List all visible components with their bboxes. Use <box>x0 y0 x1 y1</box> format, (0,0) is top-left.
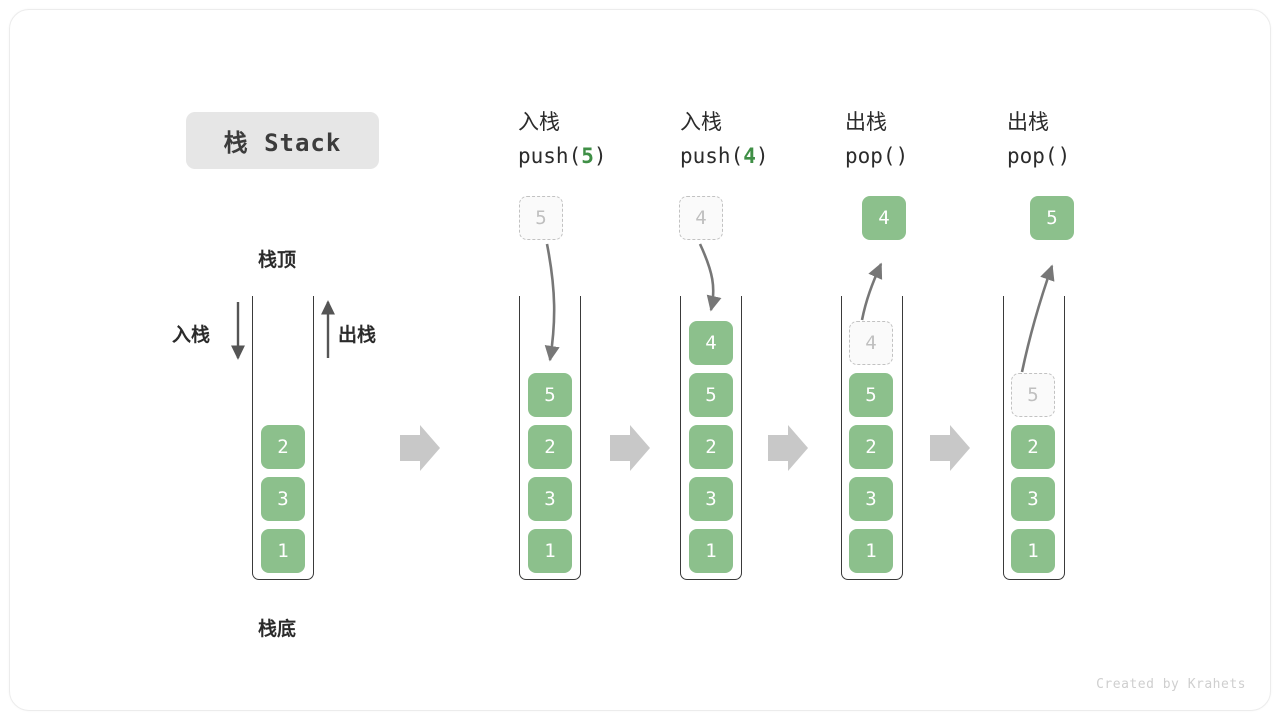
panel-label-pop-4: 出栈 pop() <box>845 105 908 173</box>
panel-op-cn: 出栈 <box>1007 110 1049 134</box>
push-direction-label: 入栈 <box>172 324 211 346</box>
panel-op-fn: push( <box>680 144 744 168</box>
panel-op-fn: pop( <box>1007 144 1058 168</box>
panel-label-pop-5: 出栈 pop() <box>1007 105 1070 173</box>
stack-cell-ghost: 5 <box>1011 373 1055 417</box>
panel-op-arg: 4 <box>743 144 756 168</box>
stack-cell: 2 <box>849 425 893 469</box>
panel-op-fn-end: ) <box>895 144 909 168</box>
panel-op-cn: 入栈 <box>518 110 560 134</box>
stack-cell: 5 <box>689 373 733 417</box>
stack-cell: 1 <box>528 529 572 573</box>
credit-text: Created by Krahets <box>1096 677 1246 692</box>
stack-cell: 1 <box>261 529 305 573</box>
panel-op-fn: pop( <box>845 144 896 168</box>
panel-op-fn-end: ) <box>755 144 769 168</box>
stack-bottom-label: 栈底 <box>258 618 297 640</box>
stack-cell: 3 <box>528 477 572 521</box>
stack-top-label: 栈顶 <box>258 249 297 271</box>
stack-cell: 3 <box>1011 477 1055 521</box>
stack-cell: 1 <box>849 529 893 573</box>
floating-box-popped: 5 <box>1030 196 1074 240</box>
panel-label-push-4: 入栈 push(4) <box>680 105 769 173</box>
stack-cell-ghost: 4 <box>849 321 893 365</box>
panel-label-push-5: 入栈 push(5) <box>518 105 607 173</box>
pop-direction-label: 出栈 <box>338 324 377 346</box>
floating-box-ghost: 4 <box>679 196 723 240</box>
stack-cell: 1 <box>1011 529 1055 573</box>
stack-cell: 2 <box>689 425 733 469</box>
stack-cell: 2 <box>261 425 305 469</box>
panel-op-cn: 入栈 <box>680 110 722 134</box>
panel-op-fn: push( <box>518 144 582 168</box>
panel-op-fn-end: ) <box>1057 144 1071 168</box>
panel-op-cn: 出栈 <box>845 110 887 134</box>
title-badge-label: 栈 Stack <box>223 129 342 157</box>
stack-cell: 1 <box>689 529 733 573</box>
stack-cell: 2 <box>528 425 572 469</box>
title-badge: 栈 Stack <box>186 112 379 169</box>
stack-cell: 3 <box>689 477 733 521</box>
panel-op-fn-end: ) <box>593 144 607 168</box>
panel-op-arg: 5 <box>581 144 594 168</box>
floating-box-ghost: 5 <box>519 196 563 240</box>
stack-cell: 4 <box>689 321 733 365</box>
stack-cell: 3 <box>849 477 893 521</box>
stack-cell: 3 <box>261 477 305 521</box>
floating-box-popped: 4 <box>862 196 906 240</box>
stack-cell: 5 <box>528 373 572 417</box>
stack-cell: 5 <box>849 373 893 417</box>
stack-cell: 2 <box>1011 425 1055 469</box>
